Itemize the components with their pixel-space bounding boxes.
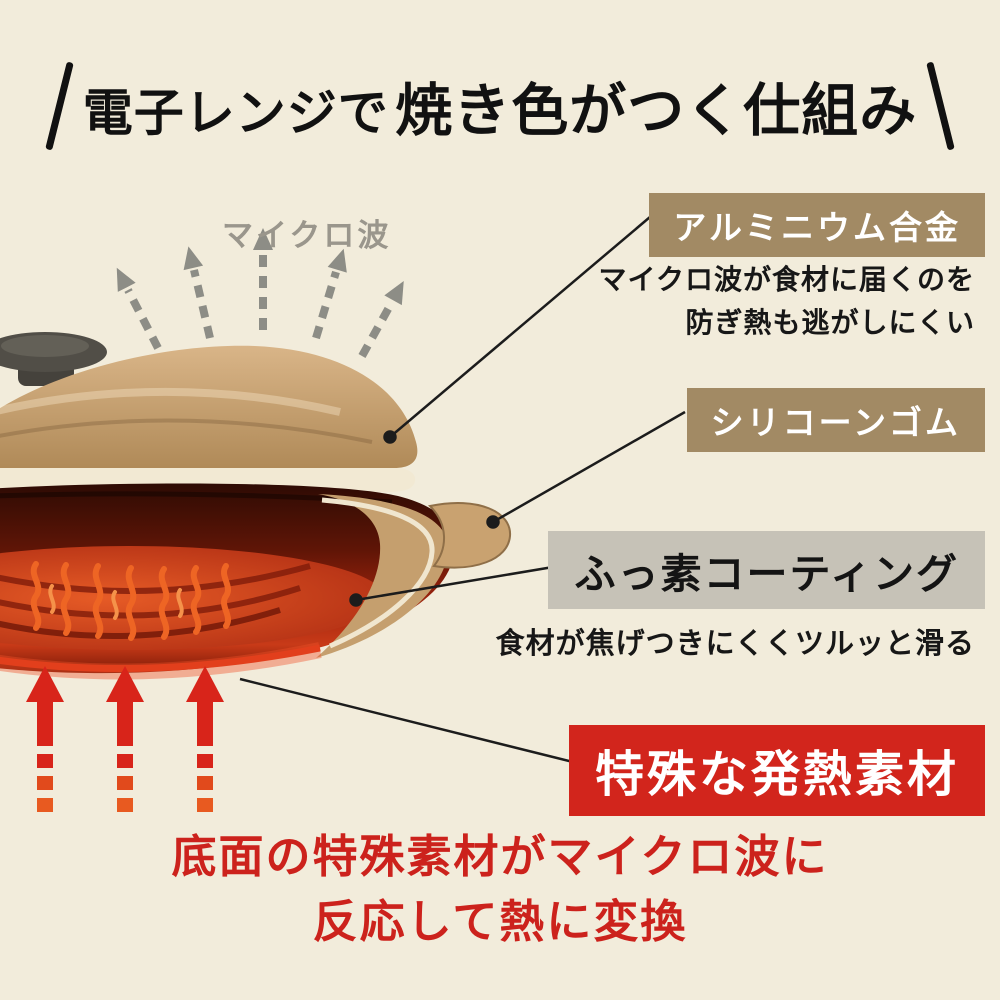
slash-left-decoration-icon — [44, 61, 74, 151]
microwave-arrows-icon — [116, 228, 404, 358]
title-row: 電子レンジで 焼き色がつく仕組み — [0, 56, 1000, 156]
heating-material-badge: 特殊な発熱素材 — [568, 725, 985, 816]
page-title-part1: 電子レンジで — [82, 84, 389, 142]
slash-right-decoration-icon — [926, 61, 956, 151]
pan-lid-knob — [0, 332, 107, 386]
bottom-note-line2: 反応して熱に変換 — [312, 895, 688, 949]
page-title: 電子レンジで 焼き色がつく仕組み — [83, 65, 918, 147]
fluorine-label-badge: ふっ素コーティング — [548, 531, 985, 609]
aluminum-description-line2: 防ぎ熱も逃がしにくい — [685, 306, 975, 340]
silicone-label-badge: シリコーンゴム — [686, 388, 985, 452]
bottom-note: 底面の特殊素材がマイクロ波に 反応して熱に変換 — [0, 824, 1000, 955]
callout-lines — [239, 216, 686, 764]
page-title-part2: 焼き色がつく仕組み — [395, 78, 918, 144]
aluminum-description: マイクロ波が食材に届くのを 防ぎ熱も逃がしにくい — [599, 258, 975, 345]
aluminum-label-badge: アルミニウム合金 — [649, 193, 985, 257]
heat-arrows-icon — [26, 666, 224, 812]
flames-icon — [30, 561, 231, 641]
bottom-note-line1: 底面の特殊素材がマイクロ波に — [171, 830, 829, 883]
microwave-label: マイクロ波 — [222, 218, 392, 254]
aluminum-description-line1: マイクロ波が食材に届くのを — [598, 263, 975, 296]
fluorine-description: 食材が焦げつきにくくツルッと滑る — [495, 626, 975, 660]
